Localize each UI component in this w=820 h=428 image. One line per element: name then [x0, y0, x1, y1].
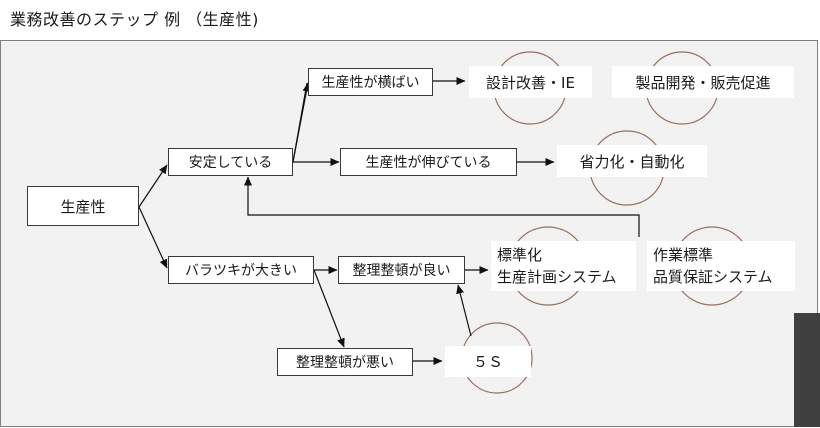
- arrow-variation-tidy-bad: [313, 269, 345, 348]
- node-growing: 生産性が伸びている: [340, 148, 517, 176]
- outcome-standardization: 標準化 生産計画システム: [491, 241, 636, 291]
- node-tidy-good: 整理整頓が良い: [338, 256, 465, 284]
- outcome-standardization-line2: 生産計画システム: [497, 268, 617, 286]
- node-flat: 生産性が横ばい: [308, 68, 433, 96]
- outcome-work-standard-line1: 作業標準: [653, 246, 714, 264]
- page-title: 業務改善のステップ 例 （生産性): [10, 10, 259, 29]
- outcome-five-s: ５Ｓ: [445, 346, 531, 377]
- outcome-product-dev: 製品開発・販売促進: [612, 66, 794, 98]
- outcome-design-ie: 設計改善・IE: [469, 66, 592, 98]
- arrow-five-s-tidy-good: [456, 284, 472, 337]
- decorative-arcs: [461, 51, 752, 394]
- node-stable: 安定している: [168, 148, 293, 176]
- side-bar-decoration: [794, 313, 820, 427]
- arrow-productivity-stable: [138, 164, 168, 208]
- node-variation: バラツキが大きい: [168, 256, 314, 284]
- outcome-work-standard-line2: 品質保証システム: [653, 268, 773, 286]
- feedback-arrow-to-stable: [244, 176, 640, 237]
- outcome-automation: 省力化・自動化: [557, 145, 707, 177]
- node-tidy-bad: 整理整頓が悪い: [277, 348, 413, 376]
- arrow-productivity-variation: [138, 206, 168, 269]
- outcome-standardization-line1: 標準化: [497, 246, 543, 264]
- diagram-panel: 生産性 安定している バラツキが大きい 生産性が横ばい 生産性が伸びている 整理…: [0, 40, 818, 427]
- outcome-work-standard: 作業標準 品質保証システム: [647, 241, 795, 291]
- arrow-stable-flat: [292, 82, 311, 163]
- node-productivity: 生産性: [27, 186, 139, 226]
